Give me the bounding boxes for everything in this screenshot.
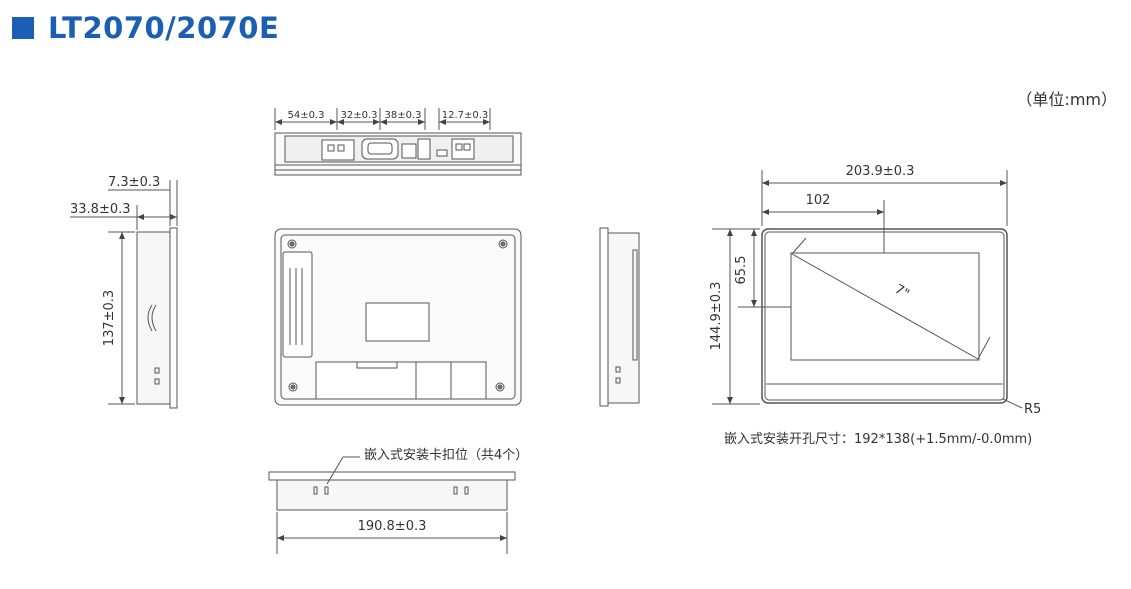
dim-33-8: 33.8±0.3: [70, 202, 131, 217]
dim-38: 38±0.3: [384, 110, 421, 121]
dim-144-9: 144.9±0.3: [709, 282, 724, 351]
dim-32: 32±0.3: [340, 110, 377, 121]
dim-137: 137±0.3: [102, 290, 117, 346]
back-view: [274, 228, 522, 406]
dim-203-9: 203.9±0.3: [846, 164, 915, 179]
cutout-note: 嵌入式安装开孔尺寸：192*138(+1.5mm/-0.0mm): [724, 432, 1032, 447]
page-title: LT2070/2070E: [48, 11, 280, 45]
dim-7-3: 7.3±0.3: [108, 175, 160, 190]
vent-grille: [282, 251, 313, 358]
dim-diagonal: 7": [892, 282, 912, 302]
bottom-view: [268, 456, 516, 554]
dim-r5: R5: [1024, 402, 1041, 417]
serial-port-icon: [361, 138, 399, 160]
dim-54: 54±0.3: [287, 110, 324, 121]
page-header: LT2070/2070E: [12, 8, 279, 48]
power-connector-icon: [451, 138, 475, 160]
unit-note: （单位:mm）: [1016, 90, 1117, 109]
dim-102: 102: [806, 193, 831, 208]
front-view: [712, 170, 1023, 409]
dim-12-7: 12.7±0.3: [442, 110, 489, 121]
title-bullet-icon: [12, 17, 34, 39]
clip-note: 嵌入式安装卡扣位（共4个）: [364, 448, 528, 463]
usb-port-icon: [417, 138, 431, 160]
dim-190-8: 190.8±0.3: [358, 519, 427, 534]
right-side-view: [599, 227, 640, 407]
sd-slot-icon: [147, 304, 157, 332]
left-side-view: [70, 180, 178, 409]
label-plate: [365, 302, 430, 342]
dim-65-5: 65.5: [734, 256, 749, 285]
top-view: [274, 108, 522, 176]
